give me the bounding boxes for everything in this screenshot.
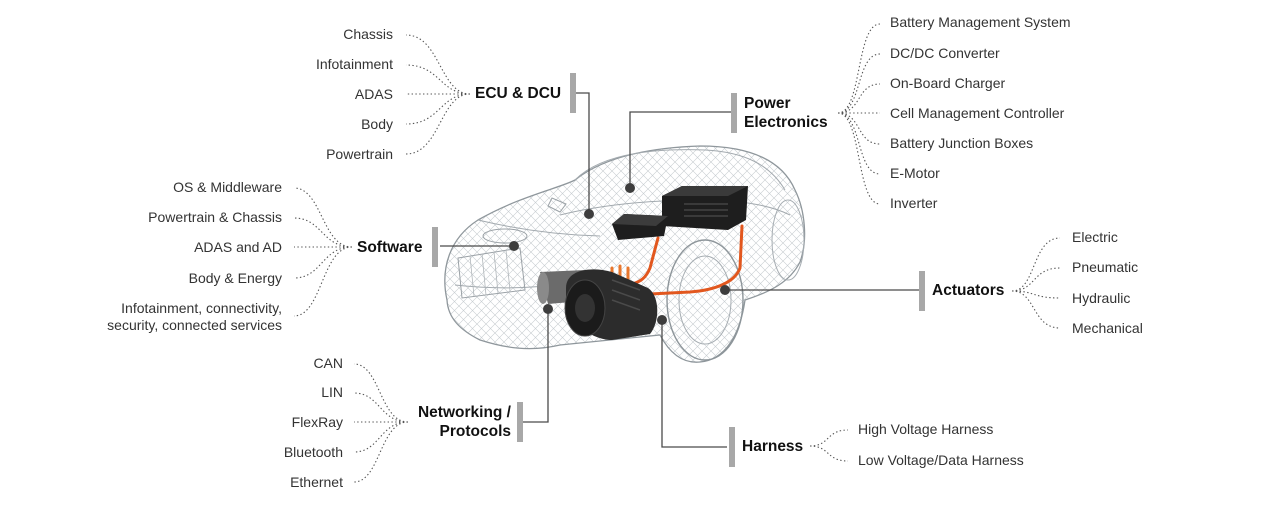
software-item: Body & Energy [188,270,282,286]
networking-item: Ethernet [290,474,343,490]
actuators-bar [919,271,925,311]
ecu-item: ADAS [354,86,393,102]
actuators-anchor-dot [720,285,730,295]
software-item: OS & Middleware [173,179,282,195]
networking-anchor-dot [543,304,553,314]
networking-heading-line1: Networking / [417,404,511,421]
ecu-item: Powertrain [326,146,393,162]
ecu-item: Infotainment [315,56,393,72]
actuators-item: Mechanical [1072,320,1143,336]
harness-heading: Harness [742,438,804,455]
power-item: E-Motor [890,165,940,181]
software-heading: Software [357,239,423,256]
actuators-item: Pneumatic [1072,259,1139,275]
software-item: Infotainment, connectivity, [121,300,282,316]
software-item: security, connected services [107,317,282,333]
actuators-item: Electric [1072,229,1118,245]
networking-item: LIN [321,384,343,400]
power-electronics-bar [731,93,737,133]
harness-anchor-dot [657,315,667,325]
power-item: Cell Management Controller [890,105,1065,121]
e-motor [537,269,658,340]
ecu-item: Chassis [343,26,393,42]
networking-item: CAN [313,355,343,371]
ecu-item: Body [361,116,393,132]
actuators-item: Hydraulic [1072,290,1131,306]
power-anchor-dot [625,183,635,193]
networking-item: FlexRay [291,414,343,430]
harness-bar [729,427,735,467]
actuators-heading: Actuators [932,282,1005,299]
ecu-dcu-heading: ECU & DCU [475,85,562,102]
power-item: DC/DC Converter [890,45,1000,61]
power-item: Battery Junction Boxes [890,135,1034,151]
software-bar [432,227,438,267]
power-electronics-heading-line2: Electronics [744,114,828,131]
harness-item: High Voltage Harness [858,421,994,437]
software-item: Powertrain & Chassis [148,209,282,225]
connector-lines [440,92,919,448]
power-electronics-heading-line1: Power [744,95,791,112]
power-item: Inverter [890,195,938,211]
harness-item: Low Voltage/Data Harness [858,452,1024,468]
networking-bar [517,402,523,442]
ecu-dcu-bar [570,73,576,113]
software-item: ADAS and AD [194,239,282,255]
networking-heading-line2: Protocols [439,423,511,440]
ecu-anchor-dot [584,209,594,219]
software-anchor-dot [509,241,519,251]
dotted-fan-connectors [293,23,1061,483]
ecu-boxes [612,186,748,240]
networking-item: Bluetooth [283,444,343,460]
power-item: On-Board Charger [890,75,1006,91]
power-item: Battery Management System [890,14,1071,30]
